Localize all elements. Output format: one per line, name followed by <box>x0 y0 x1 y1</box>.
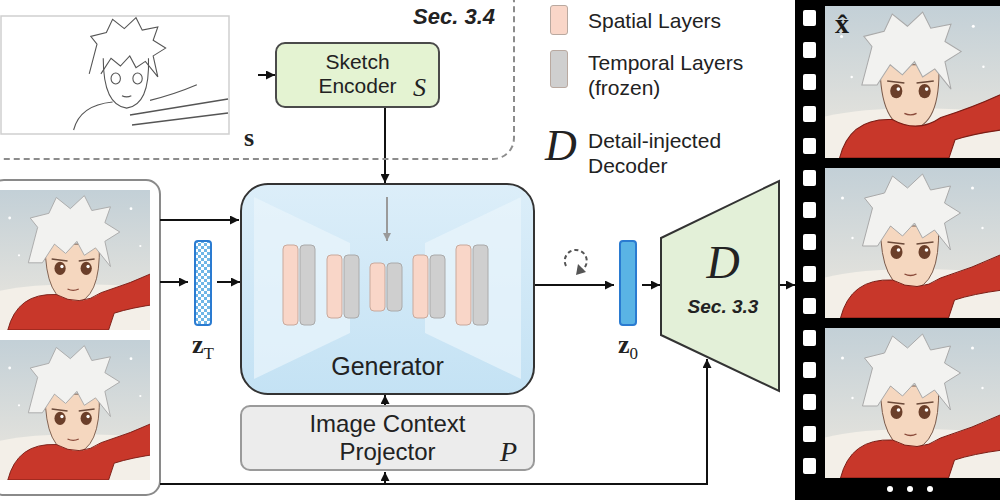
loop-arrow-head <box>576 264 586 275</box>
symbol-label: D <box>666 240 780 286</box>
flow-arrow <box>780 284 795 286</box>
label-group: zT <box>189 330 217 364</box>
legend-swatch <box>550 50 568 88</box>
legend-text: Spatial Layers <box>588 8 783 33</box>
section-label: Sec. 3.3 <box>666 296 780 318</box>
flow-arrow <box>642 284 660 286</box>
film-strip <box>795 0 1000 500</box>
latent-node: zT <box>189 240 217 365</box>
flow-arrow <box>217 281 240 283</box>
loop-arrow <box>565 250 587 270</box>
section-region: Sec. 3.4 s Sketch EncoderS <box>0 0 515 160</box>
symbol-label: P <box>500 436 517 468</box>
symbol-label: S <box>413 73 426 103</box>
legend-text: Temporal Layers (frozen) <box>588 50 783 100</box>
section-label: Sec. 3.4 <box>413 4 495 30</box>
label-group: z0 <box>614 330 642 364</box>
process-box: Image Context ProjectorP <box>240 405 535 471</box>
legend-swatch <box>550 5 568 35</box>
math-subscript: T <box>204 344 214 363</box>
output-film: x̂ <box>795 0 1000 500</box>
flow-arrow <box>384 395 386 405</box>
latent-node: z0 <box>614 240 642 365</box>
generator-box: Generator <box>240 183 535 395</box>
latent-chip <box>189 240 217 330</box>
box-title: Image Context Projector <box>242 410 533 465</box>
input-frame-image <box>0 190 159 330</box>
flow-arrow <box>535 284 614 286</box>
legend-text: Detail-injected Decoder <box>588 128 783 178</box>
process-box: Sketch EncoderS <box>275 42 440 108</box>
math-symbol: z <box>618 330 630 359</box>
math-subscript: 0 <box>630 344 639 363</box>
input-frames-panel <box>0 180 160 495</box>
sketch-image <box>0 15 258 155</box>
input-frame-image <box>0 340 159 480</box>
sketch-input: s <box>0 15 258 155</box>
flow-arrow <box>258 74 275 76</box>
decoder-node: D Sec. 3.3 <box>660 180 780 392</box>
variable-label: x̂ <box>835 8 849 40</box>
variable-label: s <box>244 123 254 153</box>
latent-chip <box>614 240 642 330</box>
decoder-trapezoid <box>660 180 780 392</box>
context-wire <box>384 472 386 484</box>
legend-symbol: D <box>545 124 577 168</box>
math-symbol: z <box>192 330 204 359</box>
box-title: Generator <box>242 352 533 381</box>
frame-arrow <box>160 281 188 283</box>
flow-arrow <box>384 108 386 183</box>
frame-arrow <box>160 219 239 221</box>
